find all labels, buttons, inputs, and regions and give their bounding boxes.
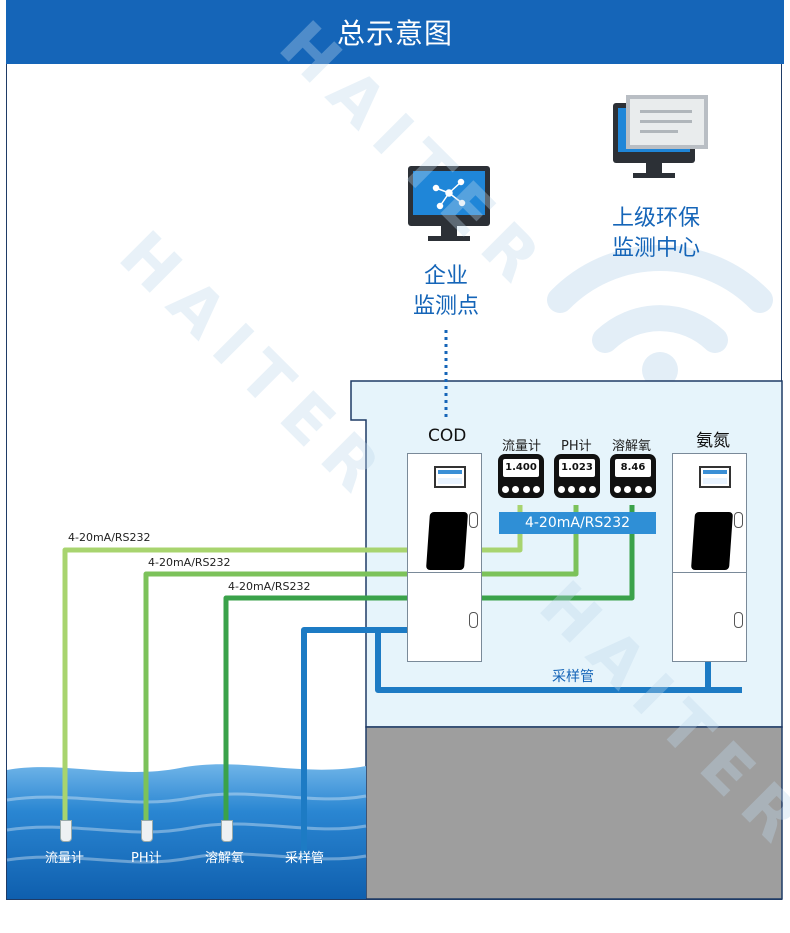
meter-label-ph: PH计 [561, 439, 592, 454]
meter-label-do: 溶解氧 [612, 439, 652, 454]
flow-meter-value: 1.400 [503, 459, 539, 477]
epa-monitor-icon [613, 95, 708, 178]
ammonia-label: 氨氮 [696, 431, 730, 451]
ph-meter-value: 1.023 [559, 459, 595, 477]
cod-lock-icon [469, 512, 478, 528]
sensor-label-ph: PH计 [131, 851, 162, 866]
do-sensor-probe [221, 820, 233, 842]
ammonia-lock-icon [734, 612, 743, 628]
do-meter-value: 8.46 [615, 459, 651, 477]
ph-cable [143, 505, 579, 822]
flow-meter: 1.400 [498, 454, 544, 498]
ammonia-lock-icon [734, 512, 743, 528]
water-body [7, 764, 366, 899]
ammonia-panel [690, 512, 734, 570]
page-title: 总示意图 [336, 17, 453, 50]
sampling-pipe-branch [375, 630, 742, 693]
signal-label-ph: 4-20mA/RS232 [148, 556, 231, 569]
title-bar: 总示意图 [6, 0, 784, 64]
cod-panel [425, 512, 469, 570]
ground-block [365, 726, 783, 900]
do-meter: 8.46 [610, 454, 656, 498]
sampling-pipe [301, 627, 408, 860]
wireless-signal-icon [547, 245, 773, 353]
sensor-label-do: 溶解氧 [205, 851, 245, 866]
flow-sensor-probe [60, 820, 72, 842]
sensor-label-pipe: 采样管 [285, 851, 325, 866]
signal-label-flow: 4-20mA/RS232 [68, 531, 151, 544]
cod-label: COD [428, 426, 467, 446]
signal-bus [499, 512, 656, 534]
enterprise-monitor-icon [408, 166, 490, 241]
cod-display-icon [434, 466, 466, 488]
bus-label: 4-20mA/RS232 [524, 515, 631, 531]
enterprise-label: 企业 监测点 [412, 264, 479, 319]
cod-lock-icon [469, 612, 478, 628]
ammonia-display-icon [699, 466, 731, 488]
pipe-label: 采样管 [552, 669, 594, 685]
sensor-label-flow: 流量计 [45, 851, 85, 866]
signal-dot [642, 352, 678, 388]
epa-label: 上级环保 监测中心 [611, 206, 700, 261]
ph-sensor-probe [141, 820, 153, 842]
meter-label-flow: 流量计 [502, 439, 542, 454]
cod-cabinet [407, 453, 482, 662]
signal-label-do: 4-20mA/RS232 [228, 580, 311, 593]
ph-meter: 1.023 [554, 454, 600, 498]
ammonia-cabinet [672, 453, 747, 662]
